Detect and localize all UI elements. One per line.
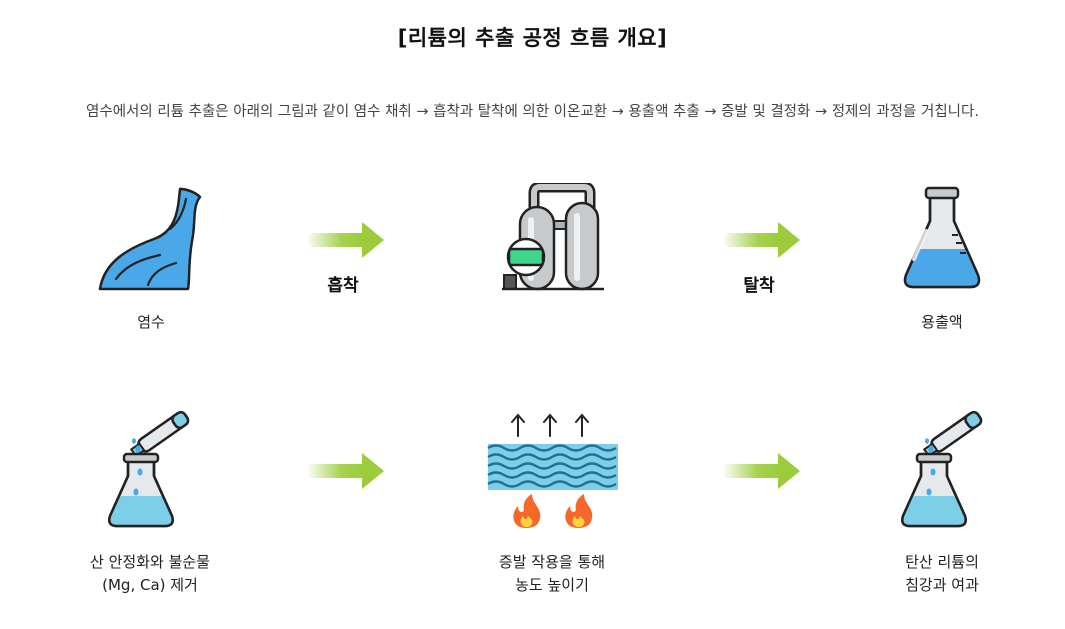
arrow-right-icon <box>308 453 384 489</box>
step-label-eluate: 용출액 <box>921 313 963 331</box>
step-label-precipitation: 탄산 리튬의 침강과 여과 <box>905 553 979 594</box>
step-label-brine: 염수 <box>137 313 165 331</box>
pipette-flask-icon <box>901 410 983 528</box>
step-label-acid-stabilization: 산 안정화와 불순물 (Mg, Ca) 제거 <box>90 553 210 594</box>
arrow-label-desorption: 탈착 <box>743 276 775 296</box>
process-description: 염수에서의 리튬 추출은 아래의 그림과 같이 염수 채취 → 흡착과 탈착에 … <box>86 104 979 120</box>
arrow-right-icon <box>724 222 800 258</box>
arrow-label-adsorption: 흡착 <box>327 276 359 296</box>
pipette-flask-icon <box>108 410 190 528</box>
evaporation-heat-icon <box>487 413 618 528</box>
arrow-right-icon <box>308 222 384 258</box>
brine-river-icon <box>98 187 202 291</box>
step-label-evaporation: 증발 작용을 통해 농도 높이기 <box>498 553 606 594</box>
arrow-right-icon <box>724 453 800 489</box>
adsorption-tank-icon <box>502 183 604 291</box>
erlenmeyer-flask-icon <box>903 186 981 289</box>
page-title: [리튬의 추출 공정 흐름 개요] <box>397 26 668 50</box>
